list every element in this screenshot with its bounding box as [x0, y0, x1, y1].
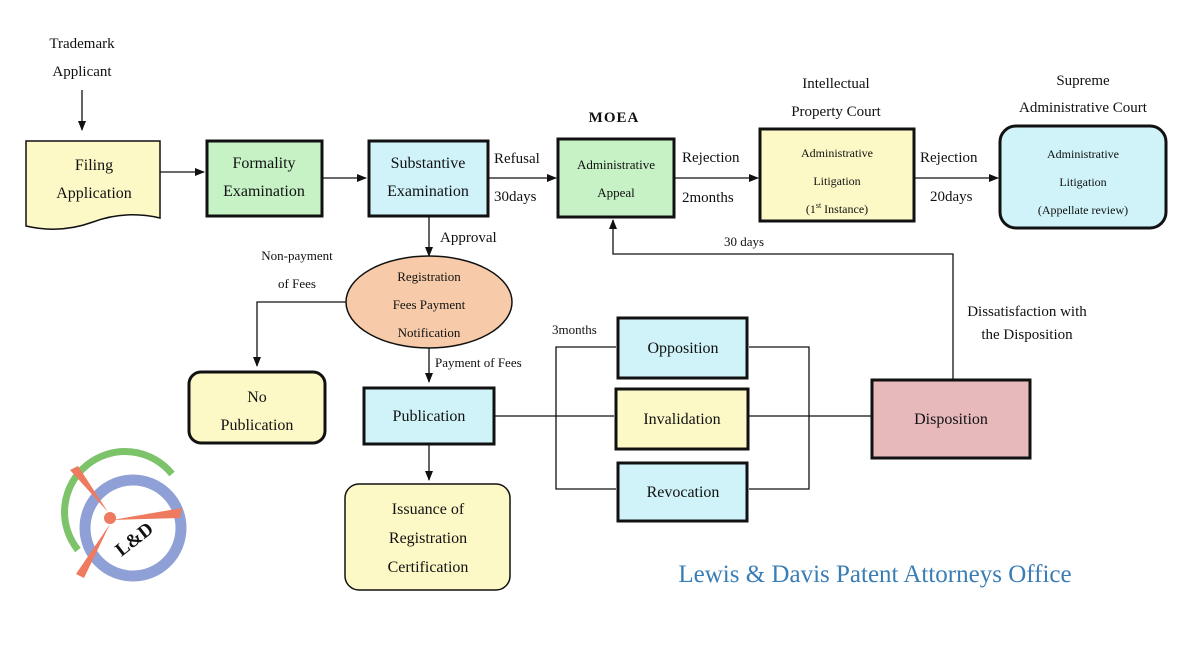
arrow-fees-nopublication	[253, 301, 346, 367]
svg-text:Registration: Registration	[389, 530, 467, 547]
svg-text:Application: Application	[56, 185, 132, 202]
svg-text:Registration: Registration	[397, 269, 461, 284]
svg-text:Intellectual: Intellectual	[802, 76, 869, 92]
lnd-logo: L&D	[61, 448, 187, 582]
fees-notification-node: Registration Fees Payment Notification	[345, 255, 513, 349]
svg-text:Applicant: Applicant	[52, 64, 112, 80]
connectors	[78, 90, 999, 490]
substantive-examination-node: Substantive Examination	[367, 139, 490, 218]
svg-text:Appeal: Appeal	[597, 185, 635, 200]
publication-node: Publication	[362, 386, 496, 446]
svg-text:Administrative: Administrative	[577, 157, 655, 172]
applicant-label: Trademark Applicant	[49, 36, 115, 80]
arrow-disposition-appeal	[609, 219, 954, 379]
svg-text:Examination: Examination	[387, 183, 469, 200]
svg-text:Rejection: Rejection	[920, 150, 978, 166]
logo-green-arc	[61, 448, 175, 553]
svg-text:Issuance of: Issuance of	[392, 501, 465, 518]
logo-text: L&D	[112, 518, 158, 561]
disposition-node: Disposition	[870, 378, 1032, 460]
svg-text:Refusal: Refusal	[494, 151, 540, 167]
logo-propeller	[70, 466, 182, 578]
supreme-court-title: Supreme Administrative Court	[1019, 73, 1148, 116]
no-publication-node: No Publication	[187, 370, 327, 445]
approval-label: Approval	[440, 230, 497, 246]
dissatisfaction-label: Dissatisfaction with the Disposition	[967, 304, 1087, 343]
payment-of-fees-label: Payment of Fees	[435, 355, 522, 370]
svg-text:of Fees: of Fees	[278, 276, 316, 291]
logo-blue-ring	[79, 474, 187, 582]
svg-text:Rejection: Rejection	[682, 150, 740, 166]
filing-application-node: Filing Application	[25, 140, 161, 230]
svg-text:(Appellate review): (Appellate review)	[1038, 203, 1128, 217]
ip-court-title: Intellectual Property Court	[791, 76, 881, 120]
litigation-appellate-node: Administrative Litigation (Appellate rev…	[998, 124, 1168, 230]
issuance-certification-node: Issuance of Registration Certification	[344, 483, 511, 591]
bracket-left	[555, 346, 616, 490]
bracket-right	[749, 346, 810, 490]
svg-text:Revocation: Revocation	[647, 484, 720, 501]
svg-text:Opposition: Opposition	[647, 340, 718, 357]
litigation-first-instance-node: Administrative Litigation (1st Instance)	[758, 127, 916, 223]
svg-text:the Disposition: the Disposition	[981, 327, 1073, 343]
svg-text:Publication: Publication	[221, 417, 294, 434]
svg-text:Notification: Notification	[398, 325, 461, 340]
administrative-appeal-node: Administrative Appeal	[556, 137, 676, 219]
svg-text:30days: 30days	[494, 189, 537, 205]
svg-text:Substantive: Substantive	[391, 155, 466, 172]
three-months-label: 3months	[552, 322, 597, 337]
refusal-label: Refusal 30days	[494, 151, 540, 205]
svg-text:Disposition: Disposition	[914, 411, 988, 428]
svg-text:Filing: Filing	[75, 157, 113, 174]
rejection-2months-label: Rejection 2months	[682, 150, 740, 206]
svg-text:Non-payment: Non-payment	[261, 248, 333, 263]
formality-examination-node: Formality Examination	[205, 139, 324, 218]
svg-text:Administrative: Administrative	[1047, 147, 1119, 161]
rejection-20days-label: Rejection 20days	[920, 150, 978, 205]
svg-text:Dissatisfaction with: Dissatisfaction with	[967, 304, 1087, 320]
svg-text:Examination: Examination	[223, 183, 305, 200]
svg-text:No: No	[247, 389, 267, 406]
opposition-node: Opposition	[616, 316, 749, 380]
svg-text:Formality: Formality	[232, 155, 295, 172]
svg-text:Invalidation: Invalidation	[643, 411, 720, 428]
moea-label: MOEA	[589, 110, 640, 126]
svg-text:(1st Instance): (1st Instance)	[806, 201, 868, 216]
svg-text:Administrative Court: Administrative Court	[1019, 100, 1148, 116]
svg-text:Certification: Certification	[388, 559, 469, 576]
thirty-days-label: 30 days	[724, 234, 764, 249]
svg-text:Trademark: Trademark	[49, 36, 115, 52]
svg-text:Litigation: Litigation	[813, 174, 860, 188]
invalidation-node: Invalidation	[614, 387, 750, 451]
svg-text:Property Court: Property Court	[791, 104, 881, 120]
non-payment-label: Non-payment of Fees	[261, 248, 333, 291]
revocation-node: Revocation	[616, 461, 749, 523]
svg-text:Litigation: Litigation	[1059, 175, 1106, 189]
office-name: Lewis & Davis Patent Attorneys Office	[678, 561, 1071, 588]
svg-text:Fees Payment: Fees Payment	[393, 297, 466, 312]
svg-text:Administrative: Administrative	[801, 146, 873, 160]
svg-text:20days: 20days	[930, 189, 973, 205]
svg-text:2months: 2months	[682, 190, 734, 206]
svg-text:Publication: Publication	[393, 408, 466, 425]
svg-text:Supreme: Supreme	[1056, 73, 1110, 89]
